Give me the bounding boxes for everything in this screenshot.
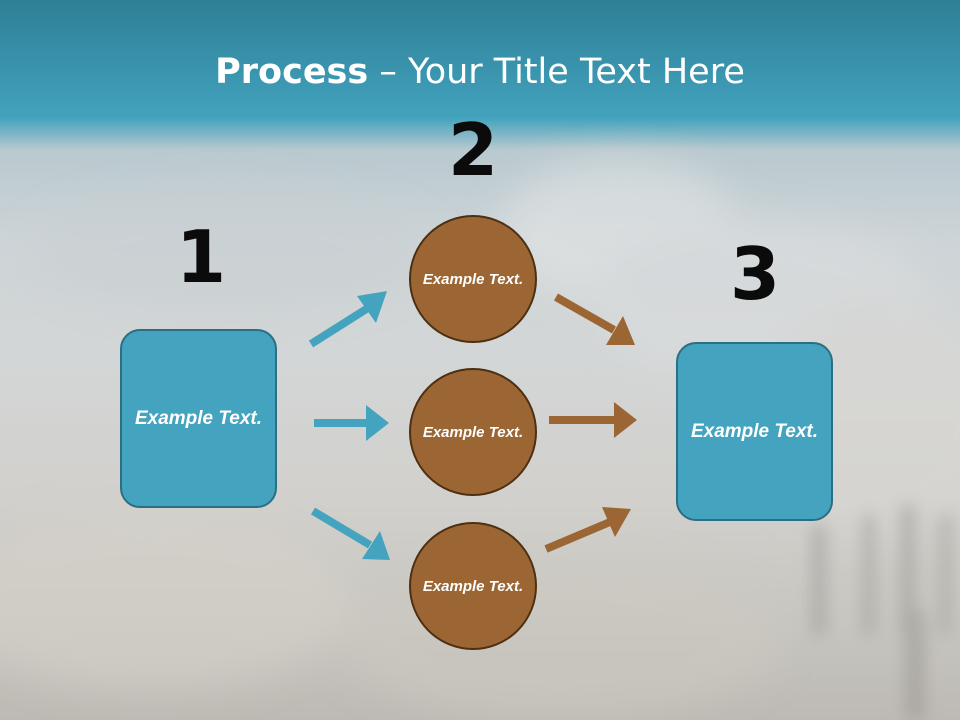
arrow-top-to-end bbox=[554, 293, 635, 345]
process-box-end: Example Text. bbox=[676, 342, 833, 521]
process-box-start: Example Text. bbox=[120, 329, 277, 508]
process-circle-bottom: Example Text. bbox=[409, 522, 537, 650]
slide-title: Process – Your Title Text Here bbox=[0, 52, 960, 92]
arrow-start-to-top bbox=[308, 291, 387, 348]
arrow-start-to-bottom bbox=[310, 507, 390, 560]
title-bold: Process bbox=[215, 52, 369, 92]
title-rest: – Your Title Text Here bbox=[368, 52, 745, 92]
smokestacks bbox=[812, 505, 952, 720]
arrow-start-to-middle bbox=[314, 405, 389, 441]
process-circle-middle: Example Text. bbox=[409, 368, 537, 496]
arrow-middle-to-end bbox=[549, 402, 637, 438]
process-box-end-text: Example Text. bbox=[690, 421, 819, 442]
process-circle-top-text: Example Text. bbox=[422, 270, 524, 288]
process-circle-bottom-text: Example Text. bbox=[422, 577, 524, 595]
step-number-3: 3 bbox=[730, 232, 781, 316]
process-circle-top: Example Text. bbox=[409, 215, 537, 343]
step-number-2: 2 bbox=[448, 108, 499, 192]
process-circle-middle-text: Example Text. bbox=[422, 423, 524, 441]
process-box-start-text: Example Text. bbox=[134, 408, 263, 429]
arrow-bottom-to-end bbox=[544, 507, 631, 553]
step-number-1: 1 bbox=[176, 215, 227, 299]
